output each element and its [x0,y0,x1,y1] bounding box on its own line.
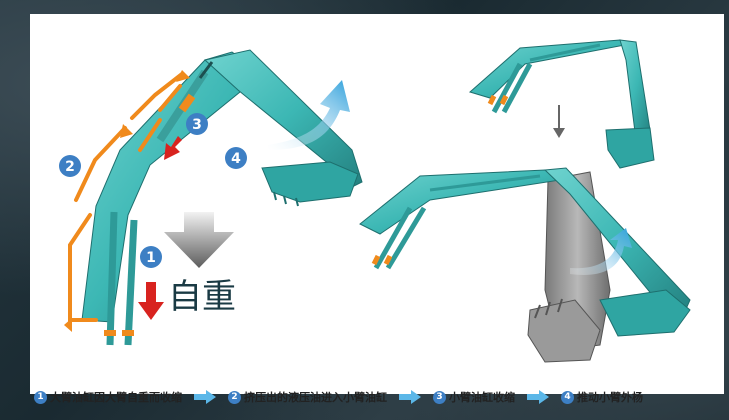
red-arrow-arm [164,136,182,160]
marker-4: 4 [225,147,247,169]
step-arrow-icon [527,390,549,404]
svg-text:4: 4 [231,151,241,167]
rotation-arrow [570,228,632,275]
step-arrow-icon [194,390,216,404]
step-1-text: 大臂油缸因大臂自重而收缩 [50,391,182,404]
legend-step-1: 1 大臂油缸因大臂自重而收缩 [34,389,182,405]
step-4-badge: 4 [561,390,574,404]
svg-text:3: 3 [192,117,202,133]
svg-text:2: 2 [65,159,75,175]
red-arrow-weight [138,282,164,320]
left-excavator [81,49,363,346]
legend-step-2: 2 挤压出的液压油进入小臂油缸 [228,389,387,405]
marker-2: 2 [59,155,81,177]
red-arrows [138,136,182,320]
left-bucket [261,161,359,203]
step-1-badge: 1 [34,390,47,404]
left-cylinder-rod-1 [106,211,118,346]
self-weight-label: 自重 [168,277,236,317]
marker-3: 3 [186,113,208,135]
diagram-panel [30,14,724,394]
step-2-text: 挤压出的液压油进入小臂油缸 [244,391,387,404]
step-4-text: 推动小臂外杨 [577,391,643,404]
right-bottom-excavator [359,167,691,363]
oil-flow-path [64,70,190,332]
down-arrow [553,105,565,138]
marker-1: 1 [140,246,162,268]
gravity-arrow [164,212,234,268]
step-3-badge: 3 [433,390,446,404]
step-3-text: 小臂油缸收缩 [449,391,515,404]
step-2-badge: 2 [228,390,241,404]
legend-step-3: 3 小臂油缸收缩 [433,389,515,405]
step-arrow-icon [399,390,421,404]
legend: 1 大臂油缸因大臂自重而收缩 2 挤压出的液压油进入小臂油缸 3 小臂油缸收缩 … [34,385,724,409]
svg-text:1: 1 [146,250,156,266]
right-top-excavator [468,39,655,169]
swing-out-arrow [268,80,350,150]
left-cylinder-rod-2 [124,219,138,346]
legend-step-4: 4 推动小臂外杨 [561,389,643,405]
